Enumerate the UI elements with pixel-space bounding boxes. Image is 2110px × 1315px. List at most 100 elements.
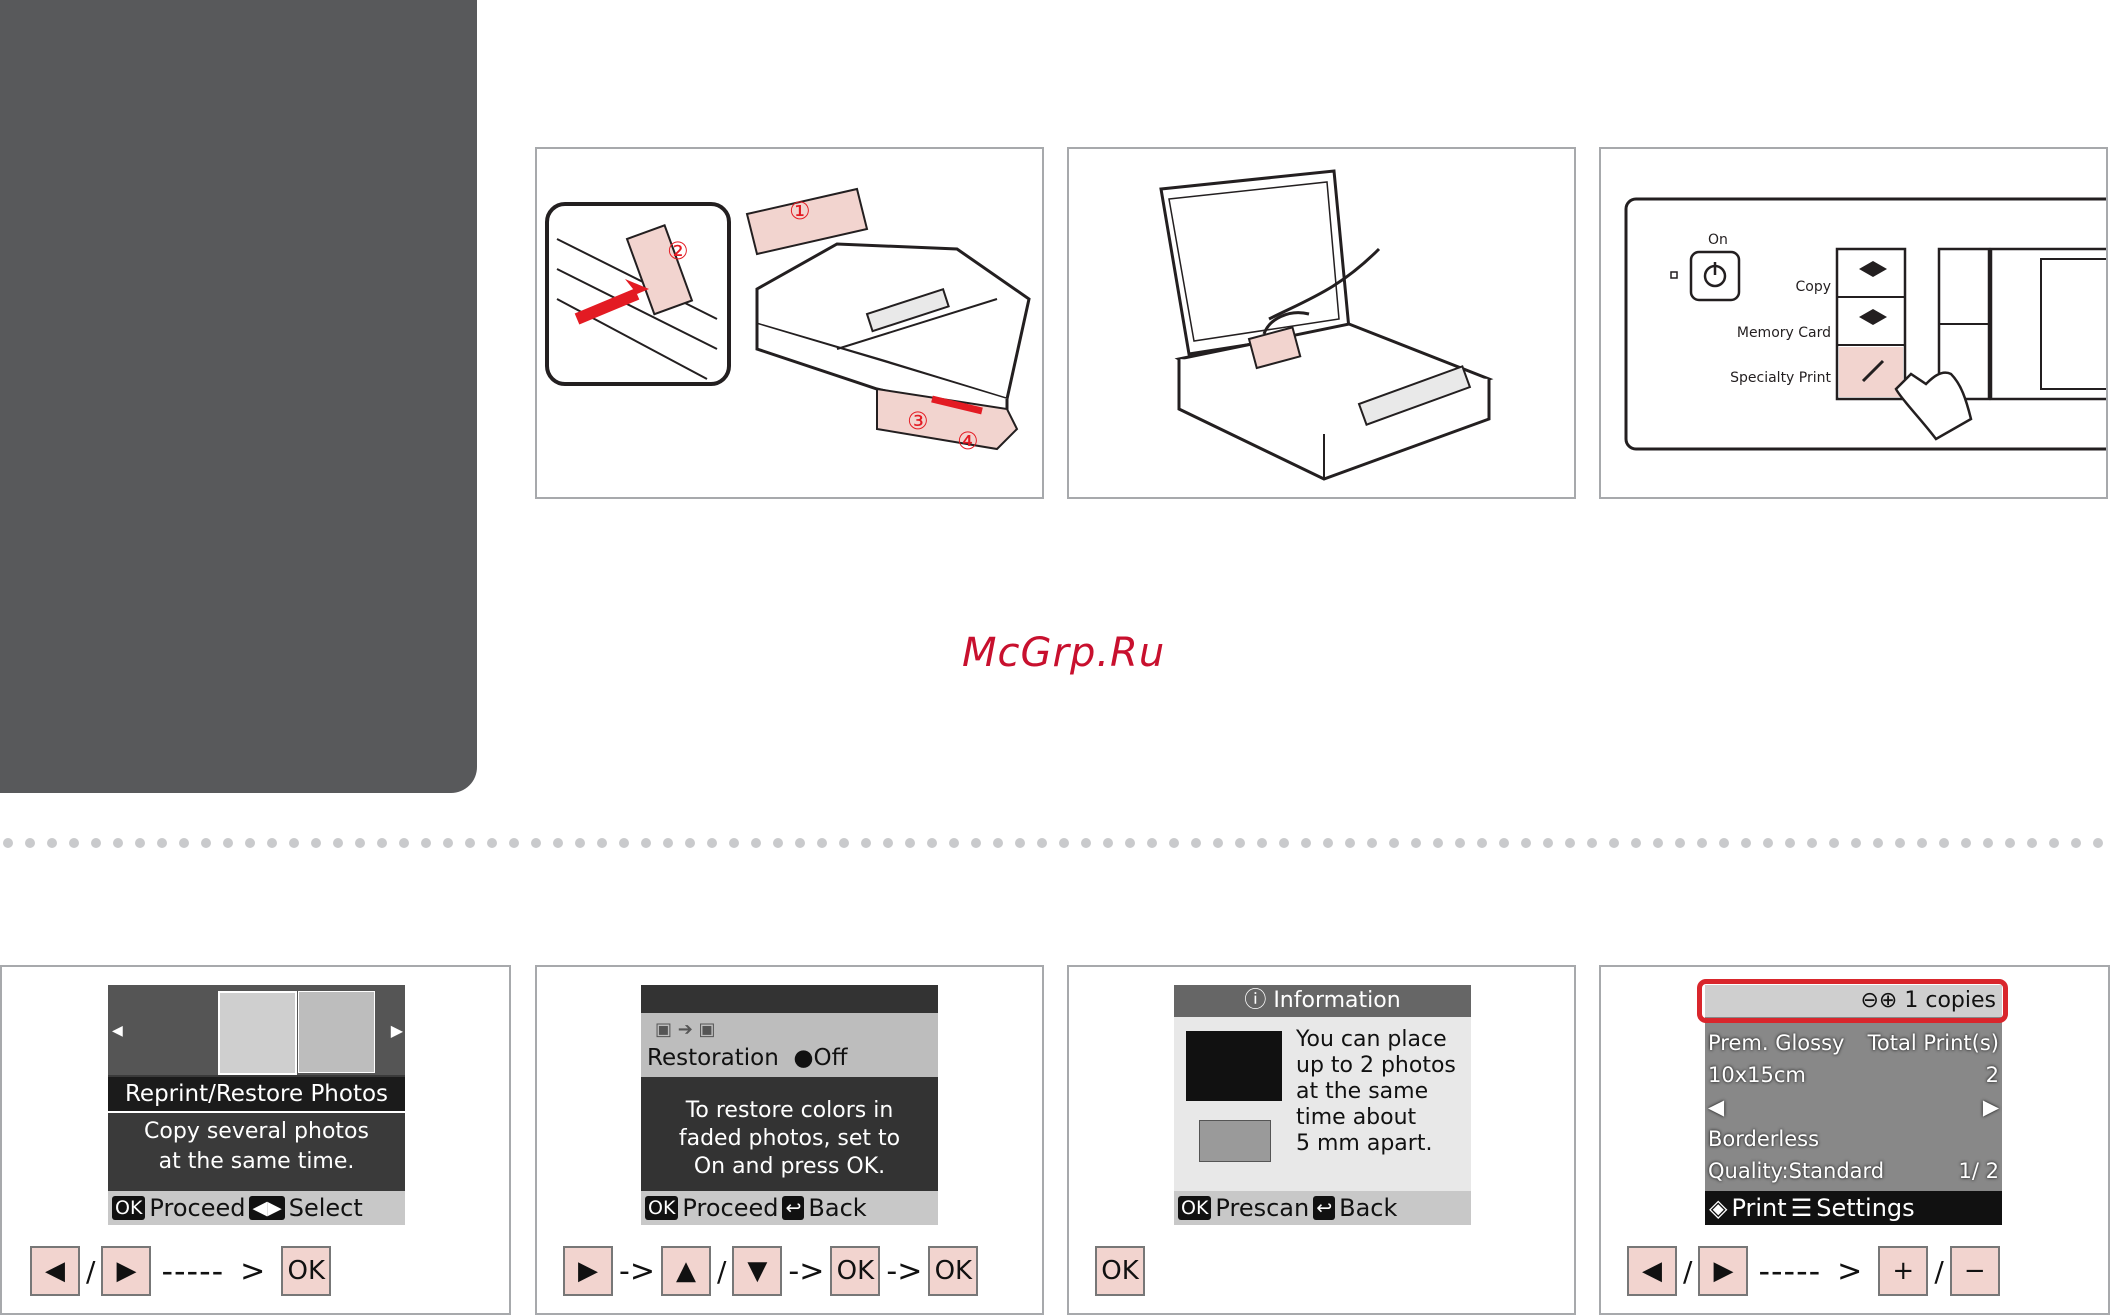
- divider-dot: [179, 838, 189, 848]
- right-key[interactable]: ▶: [563, 1246, 613, 1296]
- divider-dot: [421, 838, 431, 848]
- ok-key[interactable]: OK: [830, 1246, 881, 1296]
- keys-step1: ◀ / ▶ ----- > OK: [30, 1246, 332, 1296]
- divider-dot: [1543, 838, 1553, 848]
- divider-dot: [1213, 838, 1223, 848]
- divider-dot: [2093, 838, 2103, 848]
- copies-value: 1 copies: [1904, 988, 1996, 1013]
- divider-dot: [1697, 838, 1707, 848]
- specialty-print-label: Specialty Print: [1730, 370, 1831, 386]
- page-indicator: 1/ 2: [1958, 1159, 1999, 1183]
- screen4-footer: ◈ Print ☰ Settings: [1705, 1191, 2002, 1225]
- info-icon: ⓘ: [1244, 988, 1274, 1013]
- keys-step2: ▶ -> ▲ / ▼ -> OK -> OK: [563, 1246, 979, 1296]
- divider-dot: [1829, 838, 1839, 848]
- paper-type: Prem. Glossy: [1708, 1031, 1845, 1055]
- divider-dot: [1785, 838, 1795, 848]
- down-key[interactable]: ▼: [732, 1246, 783, 1296]
- next-photo-icon: ▶: [1982, 1095, 1999, 1119]
- up-key[interactable]: ▲: [660, 1246, 711, 1296]
- ok-key-icon: OK: [645, 1196, 679, 1220]
- photo-preview: [1705, 1017, 2002, 1191]
- divider-dot: [619, 838, 629, 848]
- divider-dot: [201, 838, 211, 848]
- ok-key[interactable]: OK: [1095, 1246, 1145, 1296]
- restoration-value: Off: [813, 1045, 848, 1071]
- divider-dot: [1081, 838, 1091, 848]
- plus-key[interactable]: +: [1878, 1246, 1929, 1296]
- quality-setting: Quality:Standard: [1708, 1159, 1885, 1183]
- right-key[interactable]: ▶: [101, 1246, 152, 1296]
- divider-dot: [1191, 838, 1201, 848]
- printer-load-paper-illustration: ② ① ③ ④: [545, 187, 1031, 455]
- screen1-body-line1: Copy several photos: [144, 1119, 369, 1144]
- photos-icon: [1199, 1120, 1271, 1162]
- divider-dot: [1279, 838, 1289, 848]
- divider-dot: [1499, 838, 1509, 848]
- screen1-footer: OK Proceed ◀▶ Select: [108, 1191, 405, 1225]
- dashes: -----: [1758, 1252, 1822, 1290]
- then-arrow-icon: ->: [619, 1253, 655, 1289]
- slash: /: [1934, 1254, 1944, 1288]
- divider-dot: [1257, 838, 1267, 848]
- then-arrow-icon: >: [1837, 1253, 1863, 1289]
- divider-dot: [927, 838, 937, 848]
- ok-key[interactable]: OK: [928, 1246, 979, 1296]
- proceed-label: Proceed: [149, 1194, 246, 1222]
- divider-dot: [575, 838, 585, 848]
- divider-dot: [47, 838, 57, 848]
- settings-label: Settings: [1816, 1194, 1915, 1222]
- lcd-screen-copies: ⊖⊕ 1 copies Prem. Glossy Total Print(s) …: [1705, 985, 2002, 1225]
- divider-dot: [2005, 838, 2015, 848]
- divider-dot: [1015, 838, 1025, 848]
- right-key[interactable]: ▶: [1698, 1246, 1749, 1296]
- divider-dot: [1059, 838, 1069, 848]
- lcd-screen-reprint: ◀ ▶ Reprint/Restore Photos Copy several …: [108, 985, 405, 1225]
- divider-dot: [1169, 838, 1179, 848]
- divider-dot: [1851, 838, 1861, 848]
- divider-dot: [795, 838, 805, 848]
- print-label: Print: [1731, 1194, 1787, 1222]
- back-key-icon: ↩: [782, 1196, 805, 1220]
- thumb-cd-icon: [298, 991, 375, 1073]
- menu-key-icon: ☰: [1790, 1194, 1813, 1222]
- divider-dot: [641, 838, 651, 848]
- divider-dot: [1411, 838, 1421, 848]
- divider-dot: [1631, 838, 1641, 848]
- ok-key-icon: OK: [1178, 1196, 1212, 1220]
- left-key[interactable]: ◀: [30, 1246, 80, 1296]
- ok-key[interactable]: OK: [281, 1246, 332, 1296]
- minus-key[interactable]: −: [1949, 1246, 2000, 1296]
- keys-step3: OK: [1095, 1246, 1145, 1296]
- divider-dot: [1125, 838, 1135, 848]
- information-title: Information: [1273, 988, 1401, 1013]
- prescan-label: Prescan: [1215, 1194, 1310, 1222]
- keys-step4: ◀ / ▶ ----- > + / −: [1627, 1246, 2000, 1296]
- divider-dot: [707, 838, 717, 848]
- screen1-title: Reprint/Restore Photos: [108, 1077, 405, 1113]
- screen3-line1: You can place: [1296, 1027, 1447, 1052]
- dotted-divider: [3, 838, 2103, 848]
- divider-dot: [685, 838, 695, 848]
- divider-dot: [509, 838, 519, 848]
- divider-dot: [157, 838, 167, 848]
- divider-dot: [1301, 838, 1311, 848]
- screen3-line4: time about: [1296, 1105, 1417, 1130]
- divider-dot: [2049, 838, 2059, 848]
- right-arrow-icon: ▶: [390, 1021, 403, 1040]
- divider-dot: [1037, 838, 1047, 848]
- divider-dot: [1961, 838, 1971, 848]
- divider-dot: [3, 838, 13, 848]
- divider-dot: [905, 838, 915, 848]
- divider-dot: [1521, 838, 1531, 848]
- screen3-footer: OK Prescan ↩ Back: [1174, 1191, 1471, 1225]
- copies-row: ⊖⊕ 1 copies: [1705, 985, 2002, 1017]
- divider-dot: [971, 838, 981, 848]
- callout-3: ③: [907, 407, 929, 435]
- back-label: Back: [1339, 1194, 1398, 1222]
- off-indicator-icon: ●: [786, 1045, 814, 1071]
- left-right-key-icon: ◀▶: [249, 1196, 285, 1220]
- watermark: McGrp.Ru: [962, 630, 1166, 676]
- left-key[interactable]: ◀: [1627, 1246, 1677, 1296]
- screen2-line1: To restore colors in: [685, 1098, 894, 1123]
